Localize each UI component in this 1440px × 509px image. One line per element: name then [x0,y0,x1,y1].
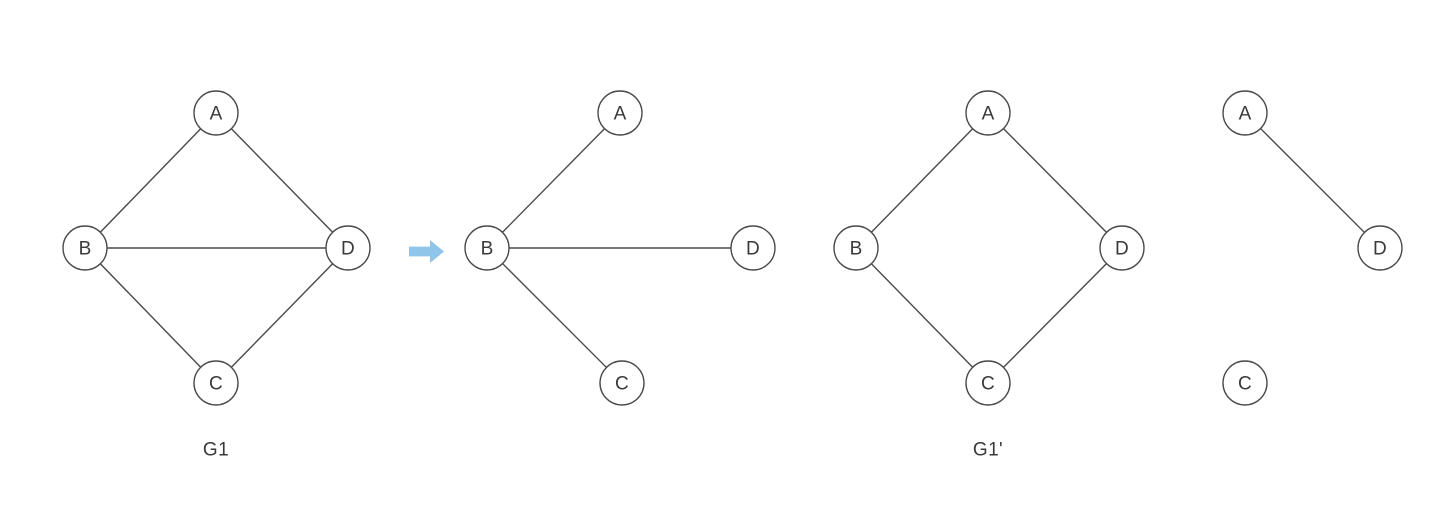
graph-node-A[interactable]: A [1222,90,1268,136]
graph-edge-A-D [1002,127,1108,234]
node-label-D: D [341,239,355,260]
node-label-C: C [209,374,223,395]
node-label-D: D [746,239,760,260]
node-label-B: B [850,239,863,260]
node-label-C: C [981,374,995,395]
node-circle-B[interactable] [833,225,879,271]
graph-node-A[interactable]: A [193,90,239,136]
node-circle-C[interactable] [965,360,1011,406]
node-circle-A[interactable] [193,90,239,136]
edge-group [99,128,334,368]
graph-node-A[interactable]: A [965,90,1011,136]
arrow-layer [409,240,444,263]
node-label-D: D [1115,239,1129,260]
graph-edge-C-D [1002,262,1108,369]
graph-edge-A-B [99,128,202,233]
graph-3: A B D C G1' [833,90,1145,461]
edge-group [870,127,1108,369]
node-circle-C[interactable] [1222,360,1268,406]
graph-edge-C-D [230,263,334,368]
graph-node-C[interactable]: C [1222,360,1268,406]
node-label-D: D [1373,239,1387,260]
graph-caption-graph-3: G1' [973,440,1003,461]
graph-edge-B-C [99,263,202,368]
node-circle-D[interactable] [1099,225,1145,271]
graph-edge-A-B [870,128,974,233]
graph-edge-A-D [1259,127,1366,234]
node-label-B: B [79,239,92,260]
node-label-C: C [1238,374,1252,395]
graph-node-D[interactable]: D [730,225,776,271]
graph-1: A B D C G1 [62,90,371,461]
graph-node-D[interactable]: D [1357,225,1403,271]
node-label-A: A [1239,104,1252,125]
graph-edge-A-D [230,128,334,233]
edge-group [501,127,732,369]
transform-arrow-icon [409,240,444,263]
node-label-B: B [481,239,494,260]
node-circle-D[interactable] [730,225,776,271]
node-label-A: A [210,104,223,125]
node-circle-D[interactable] [325,225,371,271]
graph-node-A[interactable]: A [597,90,643,136]
graph-node-B[interactable]: B [464,225,510,271]
node-circle-A[interactable] [597,90,643,136]
graph-edge-B-C [501,262,608,369]
node-circle-A[interactable] [1222,90,1268,136]
graph-4: A D C [1222,90,1403,406]
graph-edge-B-C [870,263,974,368]
node-circle-D[interactable] [1357,225,1403,271]
node-circle-B[interactable] [464,225,510,271]
graph-node-B[interactable]: B [833,225,879,271]
graph-node-C[interactable]: C [599,360,645,406]
node-circle-C[interactable] [193,360,239,406]
graph-node-D[interactable]: D [1099,225,1145,271]
node-label-C: C [615,374,629,395]
node-label-A: A [614,104,627,125]
graph-node-C[interactable]: C [965,360,1011,406]
graph-node-B[interactable]: B [62,225,108,271]
node-circle-C[interactable] [599,360,645,406]
graph-node-C[interactable]: C [193,360,239,406]
graphs-layer: A B D C G1 A B D C A B D C G1' A D C [62,90,1403,461]
graph-caption-graph-1: G1 [203,440,229,461]
node-label-A: A [982,104,995,125]
node-circle-B[interactable] [62,225,108,271]
graph-2: A B D C [464,90,776,406]
node-circle-A[interactable] [965,90,1011,136]
edge-group [1259,127,1366,234]
graph-node-D[interactable]: D [325,225,371,271]
graph-edge-B-A [501,127,606,234]
